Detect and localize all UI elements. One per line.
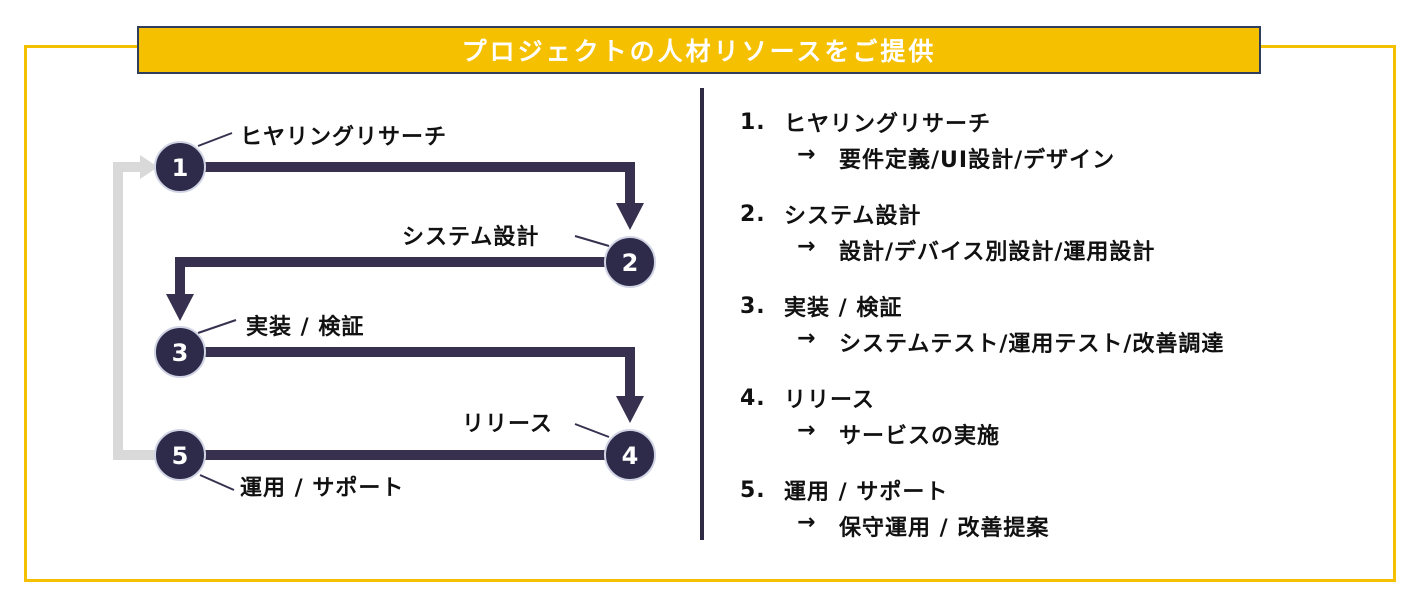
list-item-number: 3.: [740, 293, 766, 319]
arrowhead-to-4: [616, 396, 644, 423]
list-item-detail: システムテスト/運用テスト/改善調達: [839, 332, 1225, 357]
service-list: 1. ヒヤリングリサーチ → 要件定義/UI設計/デザイン 2. システム設計 …: [740, 104, 1224, 564]
step-label-2: システム設計: [402, 225, 540, 250]
list-item-title: 4. リリース: [740, 380, 1224, 416]
list-item-detail: サービスの実施: [839, 424, 1001, 449]
list-item-detail: 設計/デバイス別設計/運用設計: [839, 240, 1156, 265]
step-node-4: 4: [604, 429, 656, 481]
step-label-5: 運用 / サポート: [240, 476, 405, 501]
list-item-heading: 実装 / 検証: [784, 296, 903, 321]
leader-line-4: [574, 423, 610, 438]
step-node-2: 2: [604, 236, 656, 288]
step-number-1: 1: [172, 154, 189, 182]
arrow-right-icon: →: [797, 142, 817, 167]
step-label-1: ヒヤリングリサーチ: [240, 125, 448, 150]
list-item: 2. システム設計 → 設計/デバイス別設計/運用設計: [740, 196, 1224, 288]
arrow-right-icon: →: [797, 418, 817, 443]
list-item: 5. 運用 / サポート → 保守運用 / 改善提案: [740, 472, 1224, 564]
connector-3-4: [180, 347, 635, 398]
step-label-3: 実装 / 検証: [246, 315, 365, 340]
banner-title: プロジェクトの人材リソースをご提供: [137, 26, 1261, 74]
list-item: 3. 実装 / 検証 → システムテスト/運用テスト/改善調達: [740, 288, 1224, 380]
list-item-number: 4.: [740, 385, 766, 411]
list-item-detail-row: → サービスの実施: [740, 416, 1224, 472]
step-node-5: 5: [154, 429, 206, 481]
connector-1-2: [180, 162, 635, 205]
step-node-1: 1: [154, 141, 206, 193]
list-item-number: 1.: [740, 109, 766, 135]
step-label-4: リリース: [462, 412, 553, 437]
list-item-title: 5. 運用 / サポート: [740, 472, 1224, 508]
list-item-detail-row: → 設計/デバイス別設計/運用設計: [740, 232, 1224, 288]
list-item: 1. ヒヤリングリサーチ → 要件定義/UI設計/デザイン: [740, 104, 1224, 196]
list-item-number: 5.: [740, 477, 766, 503]
list-item-title: 1. ヒヤリングリサーチ: [740, 104, 1224, 140]
step-node-3: 3: [154, 326, 206, 378]
list-item-detail-row: → システムテスト/運用テスト/改善調達: [740, 324, 1224, 380]
list-item-number: 2.: [740, 201, 766, 227]
list-item-title: 3. 実装 / 検証: [740, 288, 1224, 324]
leader-line-2: [574, 235, 610, 247]
step-number-2: 2: [622, 249, 639, 277]
step-number-4: 4: [622, 442, 639, 470]
list-item-heading: リリース: [784, 388, 875, 413]
leader-line-1: [197, 132, 233, 147]
vertical-divider: [700, 88, 704, 540]
return-loop-arrowhead: [140, 155, 158, 179]
arrow-right-icon: →: [797, 326, 817, 351]
step-number-5: 5: [172, 442, 189, 470]
leader-line-5: [199, 474, 235, 491]
arrowhead-to-2: [616, 203, 644, 230]
list-item-detail-row: → 保守運用 / 改善提案: [740, 508, 1224, 564]
list-item-title: 2. システム設計: [740, 196, 1224, 232]
return-loop-line: [113, 162, 155, 460]
connector-2-3: [175, 257, 628, 296]
arrowhead-to-3: [166, 294, 194, 321]
list-item-detail-row: → 要件定義/UI設計/デザイン: [740, 140, 1224, 196]
list-item-heading: ヒヤリングリサーチ: [784, 112, 992, 137]
step-number-3: 3: [172, 339, 189, 367]
list-item-heading: 運用 / サポート: [784, 480, 949, 505]
list-item-detail: 保守運用 / 改善提案: [839, 516, 1050, 541]
arrow-right-icon: →: [797, 510, 817, 535]
list-item-detail: 要件定義/UI設計/デザイン: [839, 148, 1116, 173]
list-item-heading: システム設計: [784, 204, 922, 229]
list-item: 4. リリース → サービスの実施: [740, 380, 1224, 472]
arrow-right-icon: →: [797, 234, 817, 259]
leader-line-3: [197, 319, 237, 334]
